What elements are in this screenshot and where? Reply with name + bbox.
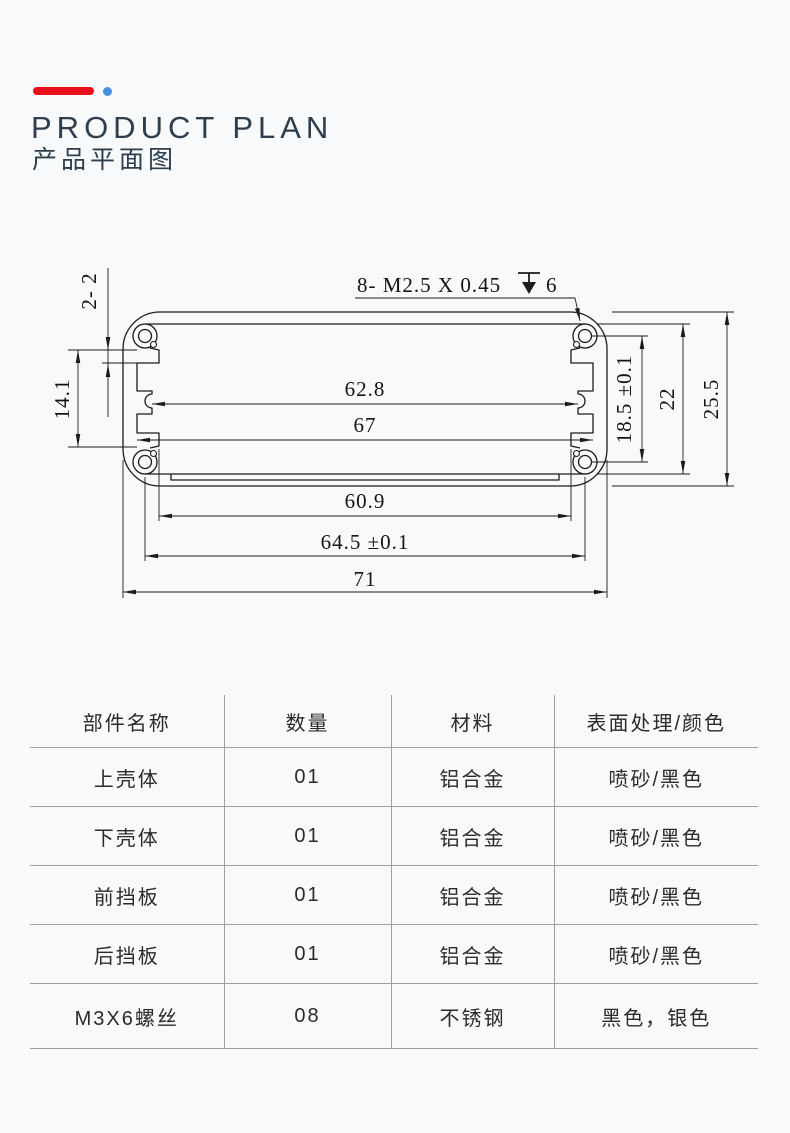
col-header-part-name: 部件名称 — [30, 695, 225, 748]
dim-14-1-text: 14.1 — [50, 379, 74, 420]
table-row: 上壳体 01 铝合金 喷砂/黑色 — [30, 747, 758, 807]
col-header-finish-color: 表面处理/颜色 — [554, 695, 758, 748]
right-wall-profile — [570, 347, 594, 449]
dim-14-1: 14.1 — [50, 349, 137, 448]
left-wall-profile — [136, 347, 160, 449]
page-subtitle: 产品平面图 — [32, 146, 178, 174]
cell-part-name: 上壳体 — [30, 747, 225, 807]
dim-62-8: 62.8 — [152, 377, 578, 407]
cell-material: 铝合金 — [391, 865, 555, 925]
cell-quantity: 01 — [224, 806, 392, 866]
table-header-row: 部件名称 数量 材料 表面处理/颜色 — [30, 695, 758, 748]
cell-finish-color: 喷砂/黑色 — [554, 806, 758, 866]
dim-25-5-text: 25.5 — [699, 379, 723, 420]
parts-table: 部件名称 数量 材料 表面处理/颜色 上壳体 01 铝合金 喷砂/黑色 下壳体 … — [30, 695, 758, 1049]
dim-67-text: 67 — [354, 413, 377, 437]
cell-quantity: 01 — [224, 747, 392, 807]
dim-71: 71 — [122, 460, 608, 598]
dim-25-5: 25.5 — [612, 311, 734, 487]
cell-part-name: 前挡板 — [30, 865, 225, 925]
dim-62-8-text: 62.8 — [345, 377, 386, 401]
thread-note-text: 8- M2.5 X 0.45 — [357, 273, 501, 297]
dim-22-text: 22 — [655, 388, 679, 411]
technical-drawing: 8- M2.5 X 0.45 6 2- 2 14.1 — [50, 268, 734, 598]
accent-dot — [103, 87, 112, 96]
thread-callout: 8- M2.5 X 0.45 6 — [355, 272, 581, 322]
dim-60-9-text: 60.9 — [345, 489, 386, 513]
page-title: PRODUCT PLAN — [31, 110, 334, 145]
col-header-material: 材料 — [391, 695, 555, 748]
dim-18-5: 18.5 ±0.1 — [592, 335, 648, 463]
col-header-quantity: 数量 — [224, 695, 392, 748]
cell-quantity: 01 — [224, 924, 392, 984]
cell-finish-color: 喷砂/黑色 — [554, 865, 758, 925]
table-row: 下壳体 01 铝合金 喷砂/黑色 — [30, 806, 758, 866]
cell-material: 铝合金 — [391, 806, 555, 866]
table-row: 后挡板 01 铝合金 喷砂/黑色 — [30, 924, 758, 984]
cell-material: 铝合金 — [391, 924, 555, 984]
dim-60-9: 60.9 — [158, 449, 572, 521]
depth-symbol-icon — [518, 272, 540, 294]
cell-part-name: 下壳体 — [30, 806, 225, 866]
cell-finish-color: 黑色，银色 — [554, 983, 758, 1049]
table-row: M3X6螺丝 08 不锈钢 黑色，银色 — [30, 983, 758, 1049]
cell-part-name: 后挡板 — [30, 924, 225, 984]
accent-bar — [33, 87, 94, 95]
dim-18-5-text: 18.5 ±0.1 — [612, 355, 636, 444]
dim-64-5-text: 64.5 ±0.1 — [321, 530, 410, 554]
cell-material: 铝合金 — [391, 747, 555, 807]
cell-finish-color: 喷砂/黑色 — [554, 747, 758, 807]
table-row: 前挡板 01 铝合金 喷砂/黑色 — [30, 865, 758, 925]
dim-64-5: 64.5 ±0.1 — [144, 477, 586, 561]
cell-part-name: M3X6螺丝 — [30, 983, 225, 1049]
section-mark: 2- 2 — [77, 268, 138, 417]
cell-finish-color: 喷砂/黑色 — [554, 924, 758, 984]
thread-depth-text: 6 — [546, 273, 558, 297]
cell-quantity: 08 — [224, 983, 392, 1049]
dim-71-text: 71 — [354, 567, 377, 591]
section-label-text: 2- 2 — [77, 272, 101, 309]
screw-boss-top-right — [572, 323, 598, 349]
screw-boss-bottom-left — [132, 449, 158, 475]
dim-22: 22 — [597, 323, 690, 475]
cell-material: 不锈钢 — [391, 983, 555, 1049]
enclosure-profile — [122, 311, 608, 487]
cell-quantity: 01 — [224, 865, 392, 925]
screw-boss-top-left — [132, 323, 158, 349]
dim-67: 67 — [137, 413, 593, 443]
